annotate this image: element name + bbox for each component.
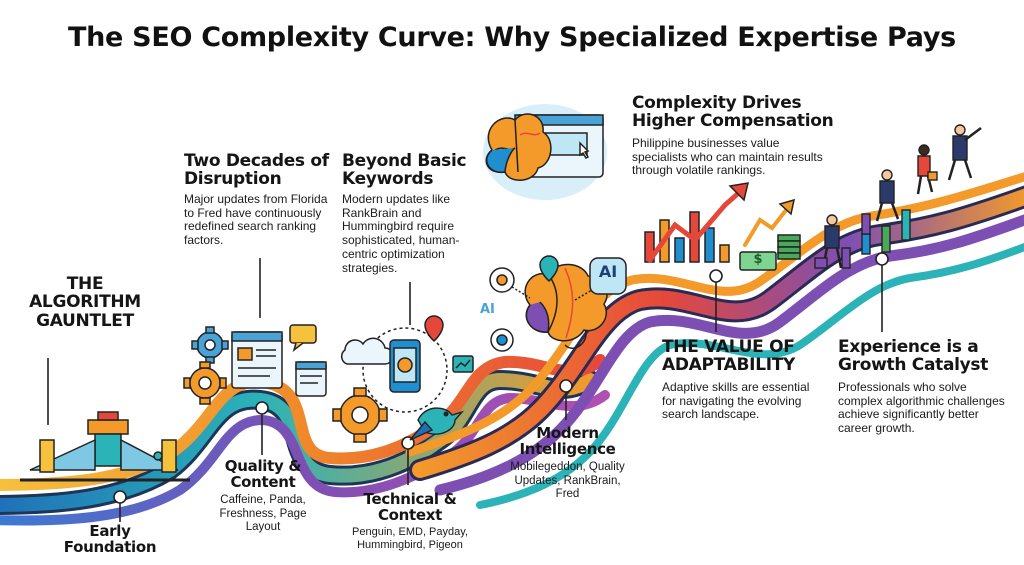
milestone-modern-intelligence: Modern Intelligence Mobilegeddon, Qualit… <box>510 425 625 501</box>
callout-body: Philippine businesses value specialists … <box>632 135 823 178</box>
curve-road-upper <box>405 172 1024 509</box>
callout-body: Professionals who solve complex algorith… <box>838 379 1005 436</box>
browser-window-icon <box>231 324 327 397</box>
callout-complexity-compensation: Complexity Drives Higher Compensation Ph… <box>632 94 847 178</box>
milestone-heading: Modern Intelligence <box>519 424 616 459</box>
ai-badge-icon: AI <box>598 262 618 281</box>
callout-body: Modern updates like RankBrain and Hummin… <box>342 191 460 275</box>
milestone-technical-context: Technical & Context Penguin, EMD, Payday… <box>345 491 475 552</box>
callout-body: Major updates from Florida to Fred have … <box>184 191 328 248</box>
callout-heading: Experience is a Growth Catalyst <box>838 337 989 376</box>
gear-icon <box>183 326 229 405</box>
page-title: The SEO Complexity Curve: Why Specialize… <box>68 22 956 53</box>
callout-algorithm-gauntlet: THE ALGORITHM GAUNTLET <box>10 275 160 330</box>
callout-body: Adaptive skills are essential for naviga… <box>662 379 810 422</box>
callout-heading: Two Decades of Disruption <box>184 151 329 190</box>
ai-brain-icon <box>489 255 627 352</box>
callout-two-decades: Two Decades of Disruption Major updates … <box>184 152 334 248</box>
milestone-heading: Early Foundation <box>63 522 157 557</box>
callout-heading: Complexity Drives Higher Compensation <box>632 93 834 132</box>
milestone-quality-content: Quality & Content Caffeine, Panda, Fresh… <box>218 458 308 534</box>
network-hub-icon <box>341 315 474 413</box>
milestone-body: Penguin, EMD, Payday, Hummingbird, Pigeo… <box>352 526 468 552</box>
milestone-heading: Quality & Content <box>224 457 302 492</box>
brain-browser-icon <box>483 104 607 200</box>
milestone-body: Mobilegeddon, Quality Updates, RankBrain… <box>510 461 625 500</box>
growth-chart-icon <box>644 182 795 263</box>
bird-icon <box>409 407 465 441</box>
milestone-markers <box>47 252 889 522</box>
ai-small-label: AI <box>480 302 495 317</box>
milestone-early-foundation: Early Foundation <box>50 522 170 557</box>
callout-heading: THE ALGORITHM GAUNTLET <box>29 274 141 331</box>
money-stack-icon <box>739 234 801 271</box>
climbing-professionals-icon <box>814 124 982 269</box>
callout-value-adaptability: THE VALUE OF ADAPTABILITY Adaptive skill… <box>662 338 822 422</box>
milestone-heading: Technical & Context <box>363 490 457 525</box>
callout-beyond-keywords: Beyond Basic Keywords Modern updates lik… <box>342 152 492 276</box>
gear-icon-large <box>332 387 388 443</box>
smartphone-icon <box>389 339 421 393</box>
dollar-sign: $ <box>753 252 763 267</box>
callout-heading: Beyond Basic Keywords <box>342 151 467 190</box>
callout-growth-catalyst: Experience is a Growth Catalyst Professi… <box>838 338 1013 436</box>
callout-heading: THE VALUE OF ADAPTABILITY <box>662 337 796 376</box>
milestone-body: Caffeine, Panda, Freshness, Page Layout <box>219 494 307 533</box>
gateway-bridge-icon <box>20 411 190 482</box>
